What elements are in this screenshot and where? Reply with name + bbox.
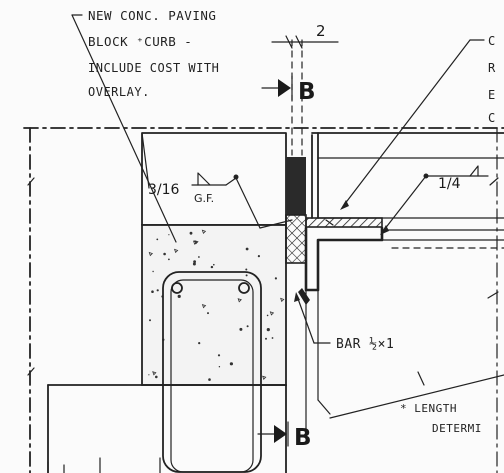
length-callout-1: * LENGTH — [400, 402, 457, 415]
section-label-top: B — [298, 79, 316, 105]
steel-angle — [298, 217, 504, 305]
aggregate-speck — [192, 262, 196, 266]
aggregate-speck — [148, 374, 150, 376]
aggregate-speck — [265, 337, 267, 340]
aggregate-speck — [208, 378, 211, 381]
gap-dimension: 2 — [271, 22, 339, 49]
aggregate-speck — [152, 270, 154, 273]
aggregate-speck — [152, 371, 157, 376]
right-block — [311, 132, 504, 415]
aggregate-speck — [210, 265, 214, 269]
aggregate-speck — [262, 375, 267, 380]
aggregate-speck — [156, 238, 159, 241]
aggregate-speck — [245, 268, 248, 271]
aggregate-speck — [257, 255, 260, 258]
aggregate-speck — [168, 258, 170, 261]
aggregate-speck — [198, 342, 201, 345]
weld-size-left: 3/16 — [148, 182, 180, 198]
callout-paving-1: NEW CONC. PAVING — [88, 8, 216, 23]
base-structure — [47, 384, 287, 473]
aggregate-speck — [163, 252, 166, 256]
aggregate-speck — [207, 312, 209, 315]
aggregate-speck — [245, 274, 248, 277]
aggregate-speck — [177, 294, 181, 298]
callout-paving-2: BLOCK ⁺CURB - — [88, 34, 192, 49]
aggregate-speck — [246, 325, 249, 328]
right-callout-e: E — [488, 88, 496, 102]
aggregate-speck — [151, 290, 154, 294]
aggregate-speck — [229, 362, 233, 366]
aggregate-speck — [271, 337, 274, 339]
section-mark-bottom: B — [257, 421, 312, 451]
right-callout-c: C — [488, 34, 496, 48]
aggregate-speck — [198, 256, 200, 258]
aggregate-speck — [193, 260, 197, 264]
aggregate-speck — [239, 327, 243, 331]
aggregate-speck — [237, 298, 242, 303]
aggregate-speckles — [148, 229, 285, 381]
aggregate-speck — [155, 375, 158, 379]
bar-callout: BAR ½×1 — [336, 337, 394, 352]
aggregate-speck — [189, 231, 193, 235]
aggregate-speck — [266, 314, 269, 317]
right-callout-c2: C — [488, 111, 496, 125]
aggregate-speck — [213, 263, 215, 266]
leader-lines — [71, 14, 504, 419]
aggregate-speck — [173, 248, 179, 254]
section-label-bottom: B — [294, 425, 312, 451]
aggregate-speck — [245, 247, 249, 251]
paving-block — [141, 132, 287, 226]
weld-size-right: 1/4 — [438, 176, 461, 192]
aggregate-speck — [217, 354, 221, 357]
aggregate-speck — [148, 251, 154, 257]
gap-dimension-value: 2 — [316, 22, 326, 40]
aggregate-speck — [156, 289, 159, 292]
aggregate-speck — [280, 297, 285, 303]
paving-callout: NEW CONC. PAVING BLOCK ⁺CURB - INCLUDE C… — [88, 8, 219, 99]
aggregate-speck — [266, 328, 270, 332]
aggregate-speck — [274, 277, 277, 280]
weld-sub-left: G.F. — [194, 192, 214, 205]
aggregate-speck — [194, 240, 199, 245]
aggregate-speck — [201, 229, 207, 235]
existing-outline — [23, 127, 504, 473]
callout-paving-4: OVERLAY. — [88, 85, 150, 99]
weld-symbol-left: 3/16 G.F. — [148, 172, 237, 205]
section-mark-top: B — [261, 75, 316, 105]
aggregate-speck — [218, 366, 221, 368]
callout-paving-3: INCLUDE COST WITH — [88, 61, 219, 75]
aggregate-speck — [168, 234, 170, 236]
weld-symbol-right: 1/4 — [425, 165, 489, 192]
aggregate-speck — [201, 303, 207, 309]
aggregate-speck — [269, 311, 275, 316]
aggregate-speck — [149, 319, 151, 322]
length-callout-2: DETERMI — [432, 422, 482, 435]
concrete-fill — [141, 224, 287, 386]
right-callout-r: R — [488, 61, 496, 75]
rebar-cage — [162, 271, 262, 473]
